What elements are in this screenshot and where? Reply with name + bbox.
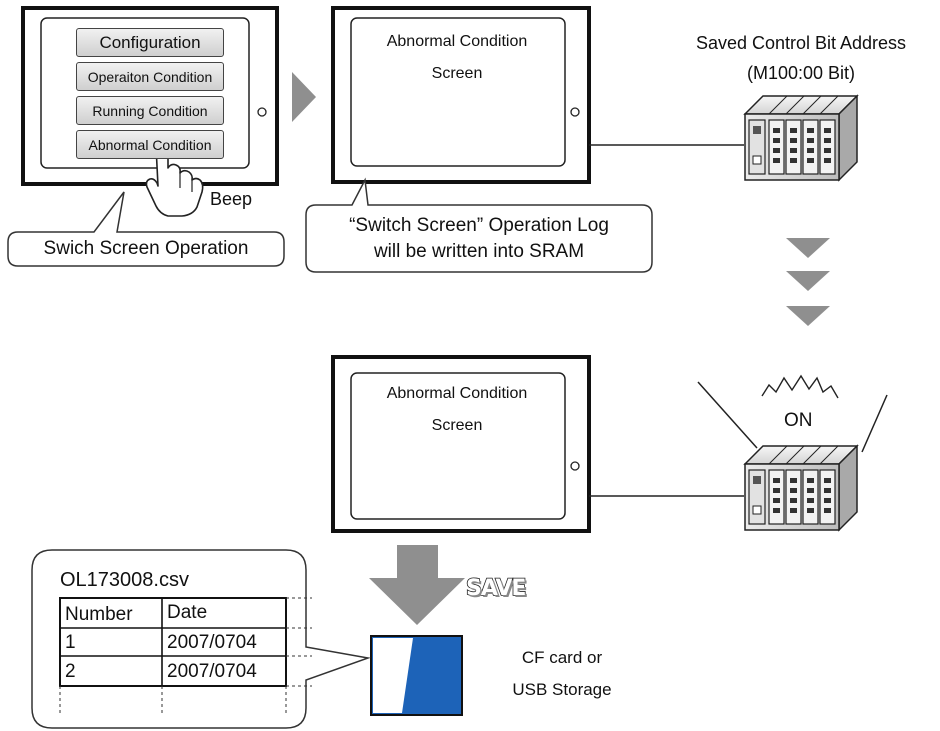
on-flash-line-left [697, 381, 758, 449]
csv-row-2-number: 2 [65, 661, 76, 682]
top-screen-title: Abnormal Condition [386, 33, 528, 50]
switch-operation-callout-text: Swich Screen Operation [43, 238, 249, 259]
control-bit-address-label: (M100:00 Bit) [746, 63, 856, 83]
saved-control-bit-label: Saved Control Bit Address [695, 33, 907, 53]
plc-device-bottom [744, 445, 858, 531]
save-arrow-icon [369, 545, 465, 625]
csv-callout-bubble [31, 549, 371, 729]
arrow-down-icon-3 [786, 306, 830, 326]
bottom-screen-subtitle: Screen [431, 417, 483, 434]
csv-row-1-date: 2007/0704 [167, 632, 257, 653]
csv-header-number: Number [65, 604, 133, 625]
touch-panel-top-middle [331, 6, 591, 184]
abnormal-condition-button[interactable]: Abnormal Condition [76, 130, 224, 159]
callout-bubble-sram [305, 177, 653, 273]
arrow-down-icon-1 [786, 238, 830, 258]
beep-label: Beep [210, 189, 253, 209]
on-label: ON [784, 410, 813, 431]
storage-label-line1: CF card or [521, 648, 603, 667]
plc-device-top [744, 95, 858, 181]
csv-header-date: Date [167, 602, 208, 623]
save-label: SAVE [465, 576, 527, 601]
callout-bubble-switch-operation [7, 191, 285, 267]
top-screen-subtitle: Screen [431, 65, 483, 82]
csv-filename: OL173008.csv [60, 569, 189, 591]
bottom-screen-title: Abnormal Condition [386, 385, 528, 402]
csv-table-grid [59, 597, 312, 715]
running-condition-button[interactable]: Running Condition [76, 96, 224, 125]
touch-panel-bottom [331, 355, 591, 533]
arrow-right-icon [292, 72, 316, 122]
csv-row-1-number: 1 [65, 632, 76, 653]
operation-condition-button[interactable]: Operaiton Condition [76, 62, 224, 91]
arrow-down-icon-2 [786, 271, 830, 291]
sram-callout-line2: will be written into SRAM [373, 241, 585, 262]
storage-label-line2: USB Storage [512, 680, 612, 699]
configuration-button[interactable]: Configuration [76, 28, 224, 57]
sram-callout-line1: “Switch Screen” Operation Log [349, 215, 609, 236]
csv-row-2-date: 2007/0704 [167, 661, 257, 682]
on-flash-line-right [861, 394, 888, 453]
on-burst-icon [761, 374, 839, 399]
storage-card-icon [370, 635, 463, 716]
